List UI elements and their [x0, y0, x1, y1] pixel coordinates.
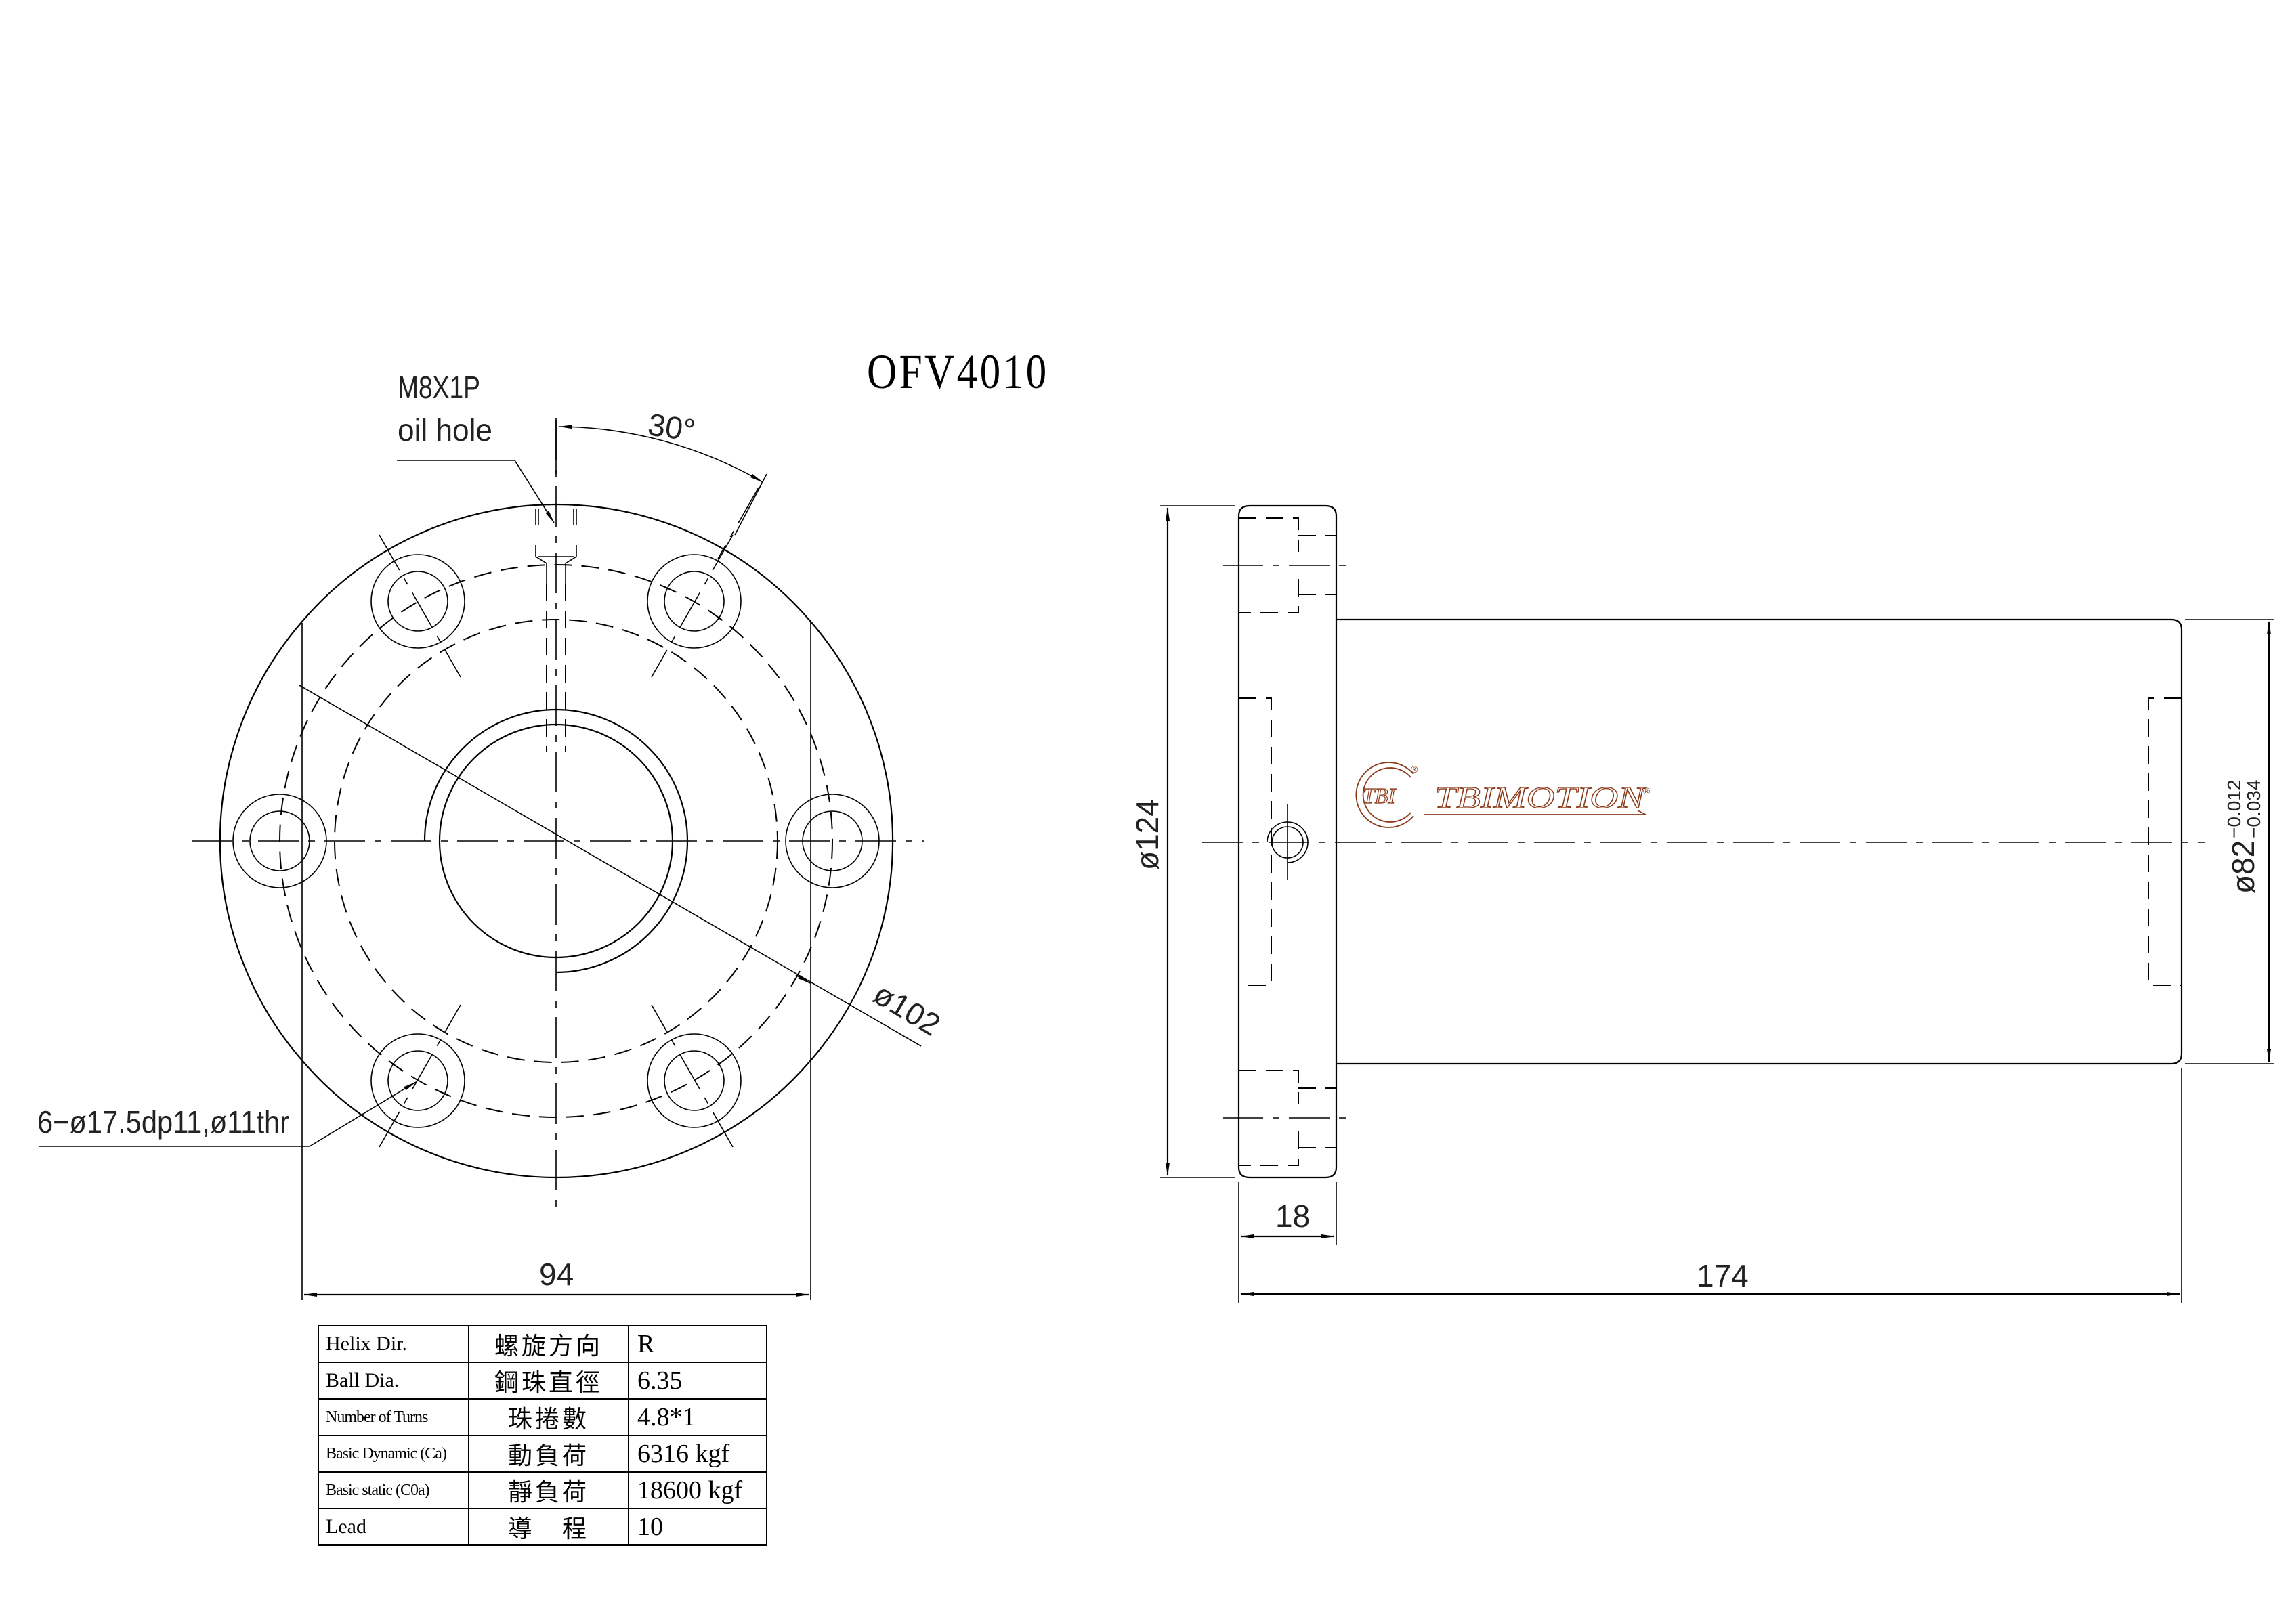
- oil-hole-spec-label: M8X1P: [398, 370, 480, 405]
- right-groove: [2148, 697, 2182, 986]
- drawing-title: OFV4010: [867, 345, 1049, 399]
- spec-label-zh: 導 程: [468, 1508, 629, 1546]
- body-tolerance-upper: −0.012: [2224, 780, 2245, 838]
- table-row: Basic static (C0a) 靜負荷 18600 kgf: [318, 1471, 767, 1509]
- pcd-dimension-line: [299, 685, 922, 1047]
- spec-label-en: Number of Turns: [318, 1398, 469, 1436]
- spec-label-en: Ball Dia.: [318, 1362, 469, 1400]
- bolt-hole-callout: 6−ø17.5dp11,ø11thr: [37, 1104, 289, 1140]
- spec-label-en: Helix Dir.: [318, 1325, 469, 1363]
- flange-outline-left-arc: [219, 621, 303, 1061]
- overall-length-label: 174: [1697, 1258, 1749, 1293]
- side-oil-hole: [1267, 804, 1309, 880]
- bolt-hole: [647, 1033, 742, 1128]
- bolt-hole: [647, 554, 742, 649]
- spec-value: 18600 kgf: [628, 1471, 767, 1509]
- bolt-pitch-circle: [279, 564, 833, 1118]
- spec-value: 10: [628, 1508, 767, 1546]
- body-diameter-label: ø82: [2226, 840, 2261, 894]
- spec-label-zh: 鋼珠直徑: [468, 1362, 629, 1400]
- table-row: Lead 導 程 10: [318, 1508, 767, 1546]
- flange-thickness-label: 18: [1275, 1198, 1310, 1234]
- logo-mark-text: TBI: [1363, 783, 1396, 808]
- tbi-logo: TBI ® TBIMOTION ®: [1355, 762, 1651, 828]
- bolt-holes: [232, 487, 880, 1148]
- spec-value: 4.8*1: [628, 1398, 767, 1436]
- bolt-hole: [232, 794, 327, 888]
- flange-profile: [1237, 504, 1338, 1179]
- angle-label: 30°: [646, 406, 698, 448]
- body-tolerance-lower: −0.034: [2243, 780, 2264, 838]
- spec-value: 6316 kgf: [628, 1435, 767, 1473]
- angle-dimension: [559, 425, 763, 483]
- table-row: Basic Dynamic (Ca) 動負荷 6316 kgf: [318, 1435, 767, 1473]
- logo-brand-registered-icon: ®: [1643, 785, 1651, 796]
- oil-hole-label: oil hole: [398, 412, 492, 448]
- oil-hole: [535, 509, 577, 752]
- spec-label-en: Lead: [318, 1508, 469, 1546]
- logo-brand-text: TBIMOTION: [1434, 780, 1646, 815]
- logo-underline: [1424, 810, 1646, 815]
- left-groove: [1239, 697, 1272, 986]
- center-bore: [438, 723, 674, 959]
- table-row: Helix Dir. 螺旋方向 R: [318, 1325, 767, 1363]
- spec-table: Helix Dir. 螺旋方向 R Ball Dia. 鋼珠直徑 6.35 Nu…: [318, 1325, 767, 1546]
- flange-outline: [301, 503, 811, 1179]
- table-row: Ball Dia. 鋼珠直徑 6.35: [318, 1362, 767, 1400]
- logo-mark-registered-icon: ®: [1411, 764, 1418, 775]
- spec-label-zh: 螺旋方向: [468, 1325, 629, 1363]
- recess-circle: [334, 619, 778, 1063]
- bolt-hole: [370, 1033, 465, 1128]
- spec-label-zh: 動負荷: [468, 1435, 629, 1473]
- nut-body-profile: [1336, 618, 2183, 1065]
- logo-c-mark-icon: [1362, 767, 1411, 823]
- pcd-label: ø102: [868, 976, 947, 1043]
- side-view: [1160, 504, 2274, 1303]
- spec-label-zh: 珠捲數: [468, 1398, 629, 1436]
- bolt-hole: [785, 794, 880, 888]
- flange-outline-right-arc: [810, 621, 894, 1061]
- flange-diameter-label: ø124: [1130, 799, 1165, 870]
- spec-label-zh: 靜負荷: [468, 1471, 629, 1509]
- spec-label-en: Basic Dynamic (Ca): [318, 1435, 469, 1473]
- spec-label-en: Basic static (C0a): [318, 1471, 469, 1509]
- width-dimension-label: 94: [539, 1257, 574, 1292]
- table-row: Number of Turns 珠捲數 4.8*1: [318, 1398, 767, 1436]
- thread-arc: [423, 708, 689, 974]
- front-view: [39, 418, 924, 1300]
- spec-value: R: [628, 1325, 767, 1363]
- bolt-hole: [370, 554, 465, 649]
- spec-value: 6.35: [628, 1362, 767, 1400]
